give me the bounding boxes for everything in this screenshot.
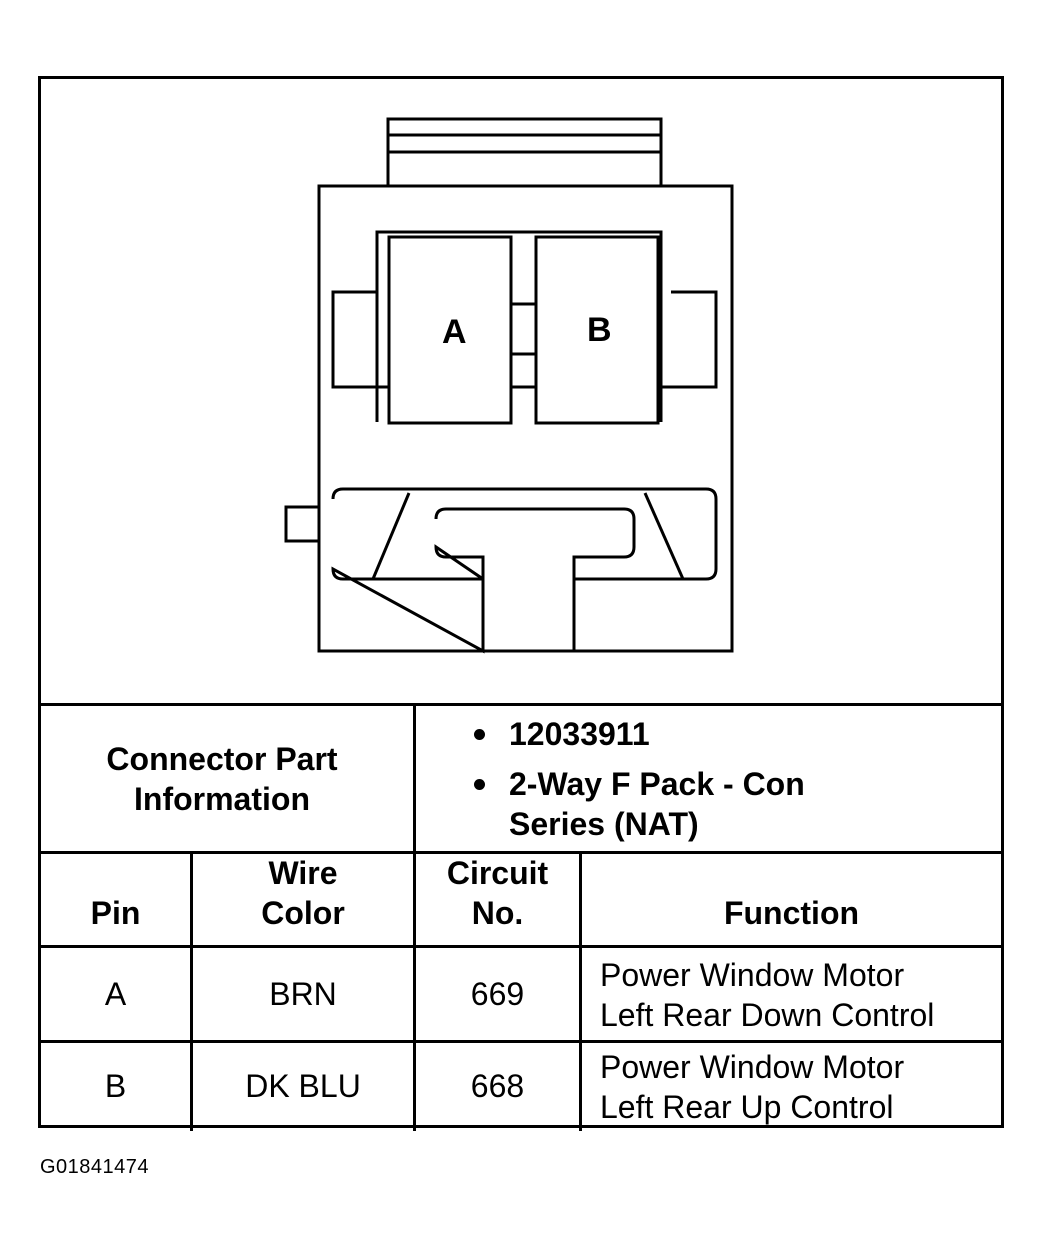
cavity-b-label: B (587, 311, 612, 349)
table-row-function: Power Window Motor Left Rear Down Contro… (582, 948, 1001, 1040)
cavity-b (534, 235, 660, 425)
divider-line (579, 851, 582, 1131)
divider-line (413, 703, 416, 1131)
function-line: Power Window Motor (600, 1048, 905, 1085)
circuit-no-column-header: Circuit No. (446, 855, 549, 931)
figure-id: G01841474 (40, 1156, 150, 1178)
function-column-header: Function (723, 895, 860, 931)
function-line: Left Rear Up Control (600, 1088, 894, 1125)
divider-line (41, 851, 1001, 854)
connector-part-info-heading: Connector Part Information (106, 740, 338, 817)
divider-line (41, 703, 1001, 706)
connector-left-ear (331, 290, 388, 389)
connector-lock-tab (434, 507, 636, 582)
connector-info-frame: A B Connector Part Information 12033911 … (38, 76, 1004, 1131)
connector-side-nub (284, 505, 321, 543)
connector-face-drawing (284, 117, 734, 654)
cavity-a (387, 235, 513, 425)
divider-line (41, 1040, 1001, 1043)
wire-color-column-header: Wire Color (261, 855, 345, 931)
connector-right-ear (661, 290, 718, 389)
connector-housing-outline (317, 184, 734, 653)
divider-line (190, 851, 193, 1131)
connector-face-diagram: A B (41, 79, 1001, 703)
pin-column-header: Pin (90, 895, 141, 931)
cavity-bridge (511, 302, 536, 389)
table-row-function: Power Window Motor Left Rear Up Control (582, 1043, 1001, 1128)
table-row-circuit-no: 668 (470, 1067, 525, 1104)
cavity-a-label: A (442, 313, 467, 351)
connector-cavity-frame (375, 230, 663, 422)
function-line: Power Window Motor (600, 957, 905, 993)
table-row-pin: B (104, 1067, 127, 1104)
connector-lock-slot (331, 487, 718, 654)
divider-line (41, 945, 1001, 948)
function-line: Left Rear Down Control (600, 997, 935, 1033)
table-row-wire-color: BRN (269, 976, 337, 1012)
connector-part-info-list: 12033911 2-Way F Pack - Con Series (NAT) (416, 706, 1001, 851)
table-row-circuit-no: 669 (470, 976, 525, 1012)
part-number: 12033911 (474, 714, 1001, 754)
table-row-pin: A (104, 976, 127, 1012)
connector-series: 2-Way F Pack - Con Series (NAT) (474, 764, 869, 844)
table-row-wire-color: DK BLU (245, 1067, 361, 1104)
